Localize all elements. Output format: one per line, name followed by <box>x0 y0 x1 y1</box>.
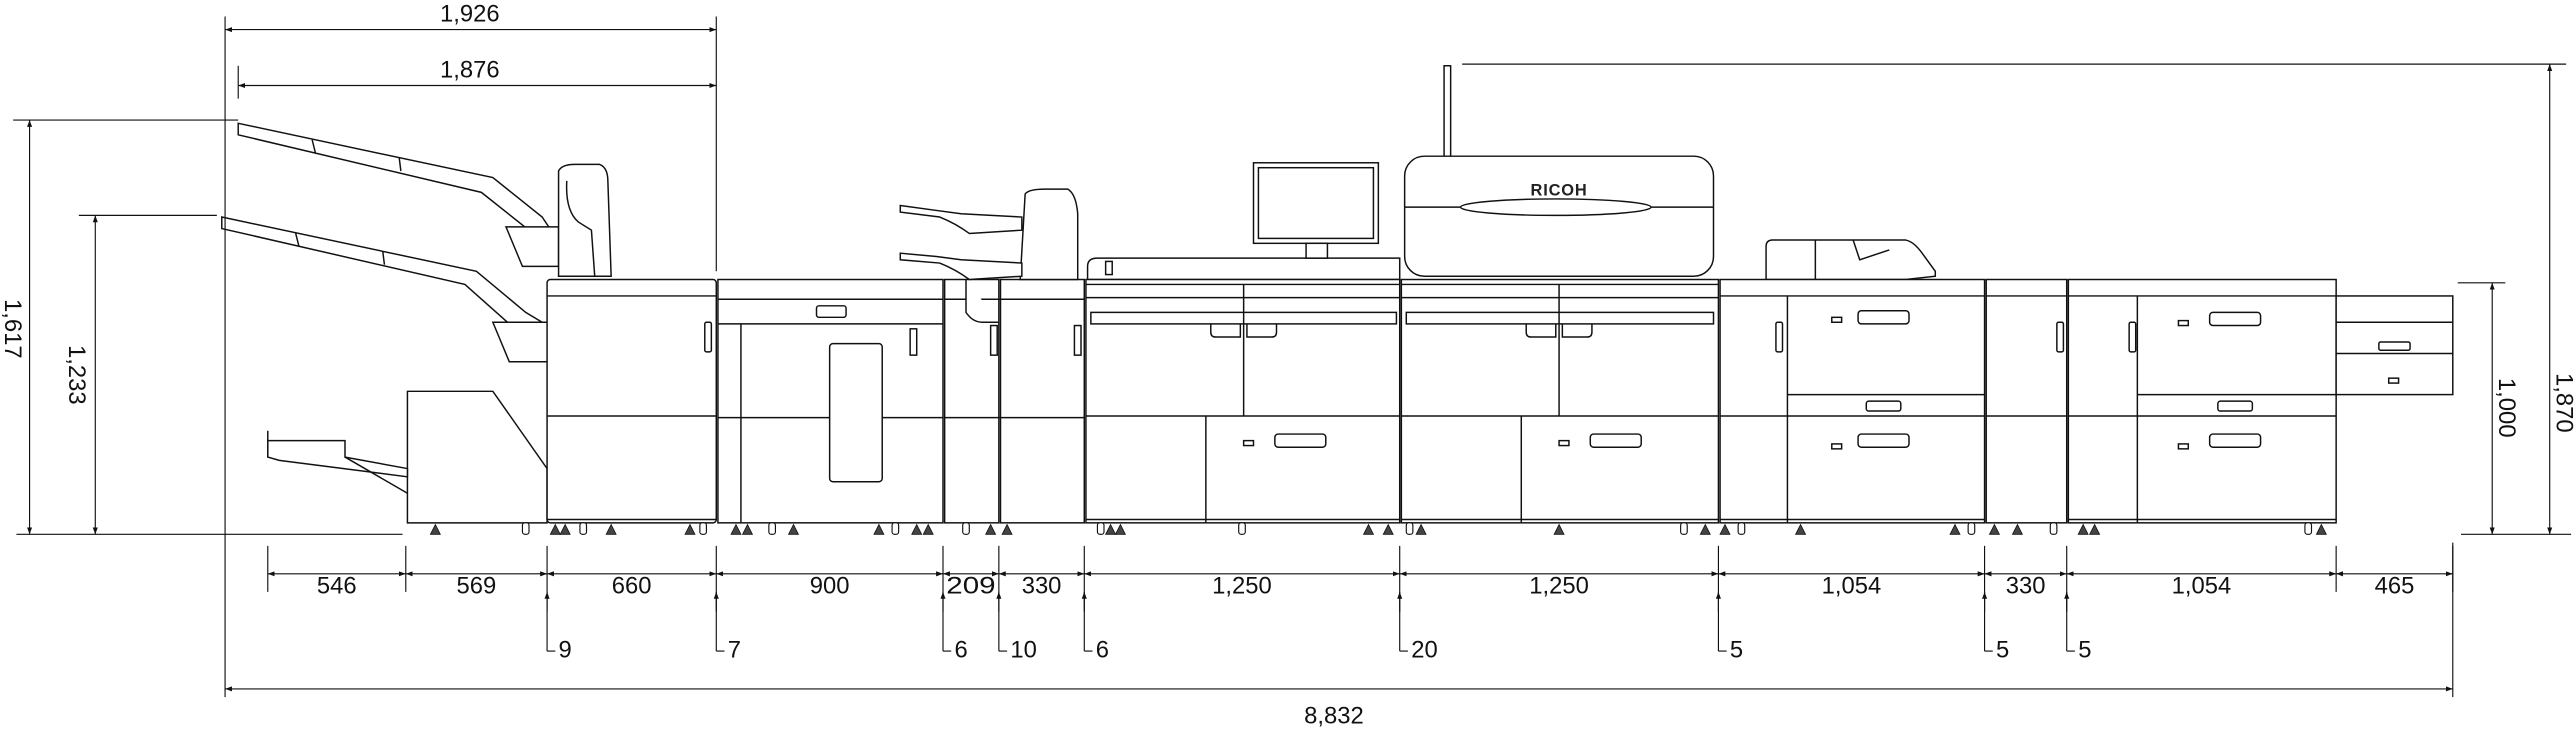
leveling-foot <box>1553 523 1565 535</box>
gap-label: 5 <box>1730 637 1743 664</box>
module-gap-dimensions: 9 7 6 10 6 20 5 5 5 <box>544 591 2091 664</box>
leveling-foot <box>605 523 617 535</box>
leveling-foot <box>429 523 441 535</box>
gap-label: 9 <box>559 637 572 664</box>
leveling-feet <box>429 522 2327 535</box>
module-width-label: 330 <box>1022 573 1062 600</box>
finisher-unit <box>546 278 718 524</box>
lower-output-tray <box>221 216 552 363</box>
leveling-foot <box>787 523 800 535</box>
module-width-label: 546 <box>317 573 357 600</box>
leveling-foot <box>2077 523 2089 535</box>
caster-wheel <box>699 522 708 535</box>
antenna <box>1443 65 1452 159</box>
leveling-foot <box>549 523 561 535</box>
dim-top-width-outer: 1,926 <box>440 0 500 27</box>
caster-wheel <box>1096 522 1105 535</box>
module-width-label: 660 <box>612 573 652 600</box>
gap-label: 6 <box>955 637 968 664</box>
module-width-label: 1,250 <box>1529 573 1589 600</box>
caster-wheel <box>1680 522 1688 535</box>
leveling-foot <box>911 523 923 535</box>
large-capacity-tray-1 <box>1719 239 1986 524</box>
ricoh-logo: RICOH <box>1531 182 1588 200</box>
module-width-label: 900 <box>810 573 850 600</box>
leveling-foot <box>2011 523 2024 535</box>
dim-right-height-total: 1,870 <box>2550 373 2576 433</box>
dim-left-height-lower-tray: 1,233 <box>63 345 90 405</box>
printer-line-drawing: RICOH <box>221 65 2454 535</box>
leveling-foot <box>730 523 742 535</box>
module-width-label: 330 <box>2006 573 2046 600</box>
leveling-foot <box>1382 523 1394 535</box>
print-engine-1 <box>1085 162 1401 524</box>
caster-wheel <box>1405 522 1414 535</box>
leveling-foot <box>1114 523 1127 535</box>
gap-label: 20 <box>1411 637 1438 664</box>
gap-label: 5 <box>1996 637 2009 664</box>
module-width-dimensions: 546 569 660 900 209 330 1,250 1,250 1,054 330 1,05… <box>267 545 2454 612</box>
bridge-unit <box>1985 278 2068 524</box>
caster-wheel <box>768 522 777 535</box>
module-width-label: 569 <box>457 573 497 600</box>
leveling-foot <box>1949 523 1961 535</box>
leveling-foot <box>741 523 754 535</box>
caster-wheel <box>1238 522 1246 535</box>
leveling-foot <box>2089 523 2101 535</box>
leveling-foot <box>1699 523 1711 535</box>
caster-wheel <box>1967 522 1976 535</box>
leveling-foot <box>1719 523 1731 535</box>
caster-wheel <box>2304 522 2313 535</box>
leveling-foot <box>1104 523 1117 535</box>
leveling-foot <box>1362 523 1375 535</box>
gap-label: 6 <box>1096 637 1109 664</box>
caster-wheel <box>962 522 970 535</box>
caster-wheel <box>521 522 530 535</box>
dim-overall-width: 8,832 <box>1304 702 1364 729</box>
module-width-label: 1,054 <box>1822 573 1882 600</box>
dim-left-height-total: 1,617 <box>0 299 26 359</box>
leveling-foot <box>1988 523 2001 535</box>
stacker-unit <box>899 188 1086 524</box>
caster-wheel <box>1737 522 1746 535</box>
side-feed-tray <box>2335 295 2454 396</box>
leveling-foot <box>2315 523 2327 535</box>
leveling-foot <box>1415 523 1427 535</box>
leveling-foot <box>1794 523 1807 535</box>
caster-wheel <box>2049 522 2058 535</box>
upper-output-tray <box>237 122 560 268</box>
module-width-label: 1,250 <box>1212 573 1272 600</box>
inserter-unit <box>717 278 944 524</box>
gap-label: 7 <box>728 637 741 664</box>
caster-wheel <box>579 522 588 535</box>
leveling-foot <box>985 523 997 535</box>
leveling-foot <box>559 523 571 535</box>
leveling-foot <box>684 523 696 535</box>
large-capacity-tray-2 <box>2067 278 2337 524</box>
print-engine-2: RICOH <box>1400 65 1720 524</box>
dim-top-width-inner: 1,876 <box>440 56 500 83</box>
booklet-maker <box>267 390 548 524</box>
gap-label: 10 <box>1010 637 1037 664</box>
gap-label: 5 <box>2078 637 2091 664</box>
finisher-tower <box>557 163 612 277</box>
caster-wheel <box>891 522 900 535</box>
leveling-foot <box>873 523 885 535</box>
module-width-label: 465 <box>2375 573 2415 600</box>
module-width-label: 1,054 <box>2172 573 2232 600</box>
module-width-label: 209 <box>946 573 995 600</box>
leveling-foot <box>922 523 934 535</box>
leveling-foot <box>1001 523 1013 535</box>
dim-right-height-body: 1,000 <box>2493 378 2520 438</box>
